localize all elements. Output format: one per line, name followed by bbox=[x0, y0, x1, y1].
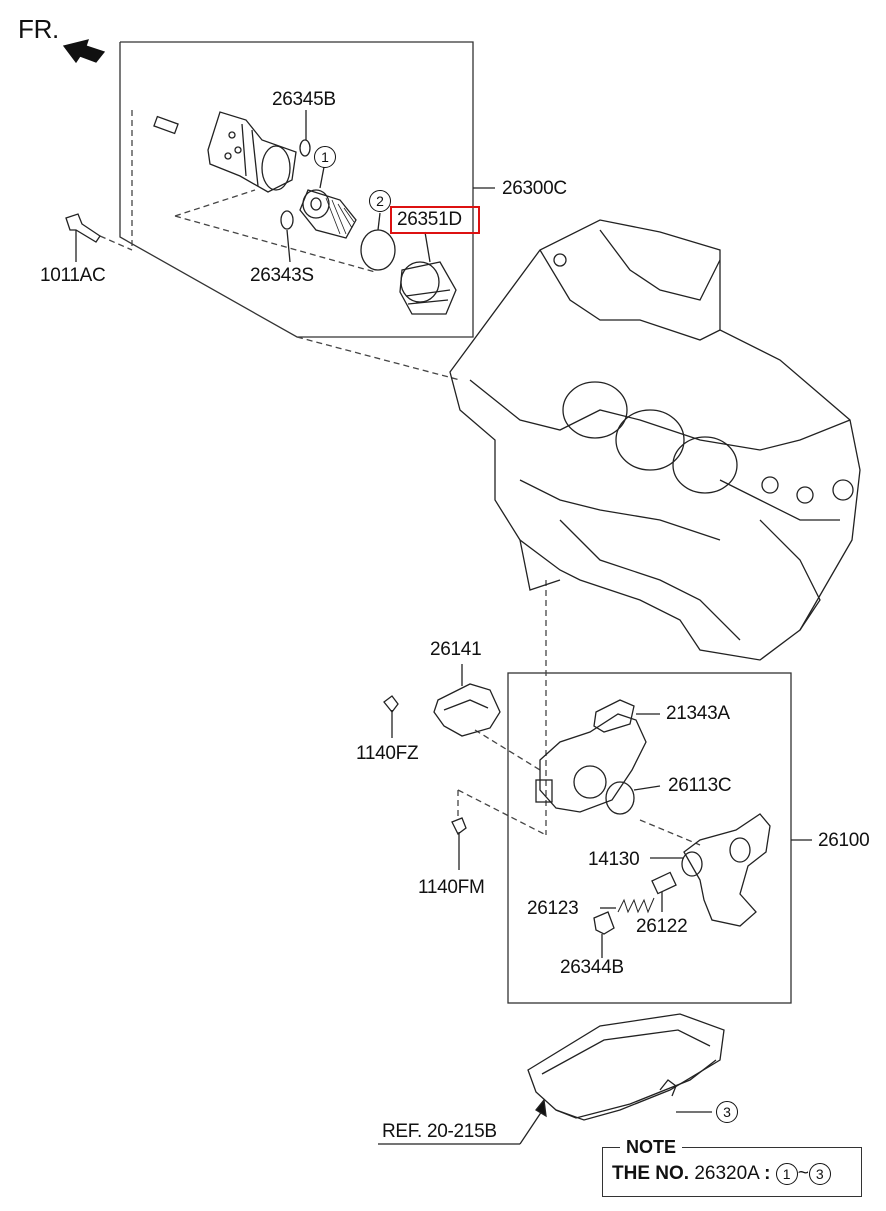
part-21343A[interactable]: 21343A bbox=[666, 703, 730, 724]
part-26123[interactable]: 26123 bbox=[527, 898, 579, 919]
part-1140FM[interactable]: 1140FM bbox=[418, 877, 485, 898]
front-direction-label: FR. bbox=[18, 14, 59, 44]
engine-block-drawing bbox=[449, 219, 861, 661]
part-26122[interactable]: 26122 bbox=[636, 916, 688, 937]
note-text: THE NO. 26320A : 1~3 bbox=[612, 1163, 831, 1185]
part-1140FZ[interactable]: 1140FZ bbox=[356, 743, 419, 764]
note-separator: : bbox=[764, 1163, 771, 1185]
reference-number: 20-215B bbox=[426, 1121, 497, 1142]
oil-pump-group-box bbox=[507, 672, 792, 1004]
reference-prefix: REF. bbox=[382, 1121, 422, 1142]
callout-2: 2 bbox=[369, 190, 391, 212]
oil-filter-group-box bbox=[119, 41, 474, 338]
oil-filter-housing-drawing bbox=[65, 110, 457, 315]
oil-pan-drawing bbox=[378, 1013, 725, 1145]
part-26100[interactable]: 26100 bbox=[818, 830, 870, 851]
note-range-start: 1 bbox=[775, 1163, 798, 1185]
callout-3: 3 bbox=[716, 1101, 738, 1123]
part-26351D[interactable]: 26351D bbox=[397, 209, 462, 230]
note-range-tilde: ~ bbox=[797, 1163, 809, 1185]
highlight-26351D bbox=[390, 206, 480, 234]
part-26141[interactable]: 26141 bbox=[430, 639, 482, 660]
part-26300C[interactable]: 26300C bbox=[502, 178, 567, 199]
part-26113C[interactable]: 26113C bbox=[668, 775, 732, 796]
oil-pump-drawing bbox=[383, 664, 771, 958]
part-26343S[interactable]: 26343S bbox=[250, 265, 314, 286]
note-prefix: THE NO. bbox=[612, 1163, 690, 1185]
note-part[interactable]: 26320A bbox=[694, 1163, 759, 1185]
part-26345B[interactable]: 26345B bbox=[272, 89, 336, 110]
part-26344B[interactable]: 26344B bbox=[560, 957, 624, 978]
part-14130[interactable]: 14130 bbox=[588, 849, 640, 870]
note-range-end: 3 bbox=[808, 1163, 831, 1185]
reference-label[interactable]: REF. 20-215B bbox=[382, 1122, 497, 1141]
note-title: NOTE bbox=[620, 1137, 683, 1158]
callout-1: 1 bbox=[314, 146, 336, 168]
part-1011AC[interactable]: 1011AC bbox=[40, 265, 106, 286]
front-direction-arrow-icon bbox=[62, 39, 106, 64]
